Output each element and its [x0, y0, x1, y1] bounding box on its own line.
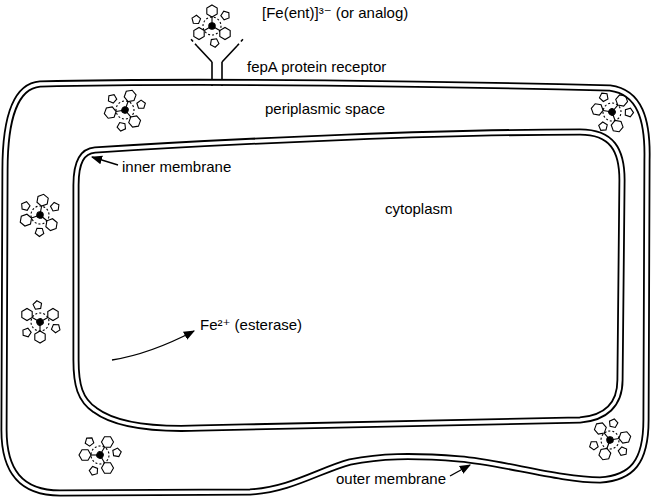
- iron-release-arrow: [112, 331, 194, 360]
- fepa-receptor: [190, 38, 244, 86]
- membrane-label: inner membrane: [122, 158, 231, 176]
- ferric-enterobactin-molecule: [583, 83, 639, 140]
- inner-membrane-leader: [92, 157, 118, 165]
- outer-membrane-leader: [450, 465, 470, 476]
- iron-label: Fe²⁺ (esterase): [200, 316, 302, 334]
- membrane-label: outer membrane: [336, 470, 446, 488]
- ferric-enterobactin-molecule: [99, 83, 149, 136]
- ferric-enterobactin-molecule: [586, 417, 634, 462]
- compound-label: [Fe(ent)]³⁻ (or analog): [262, 4, 408, 22]
- receptor-label: fepA protein receptor: [247, 58, 386, 76]
- ferric-enterobactin-molecule: [12, 294, 68, 348]
- region-label: cytoplasm: [385, 200, 453, 218]
- ferric-enterobactin-molecule: [17, 191, 62, 239]
- ferric-enterobactin-molecule: [192, 5, 230, 47]
- ferric-enterobactin-molecule: [72, 427, 126, 483]
- region-label: periplasmic space: [265, 100, 385, 118]
